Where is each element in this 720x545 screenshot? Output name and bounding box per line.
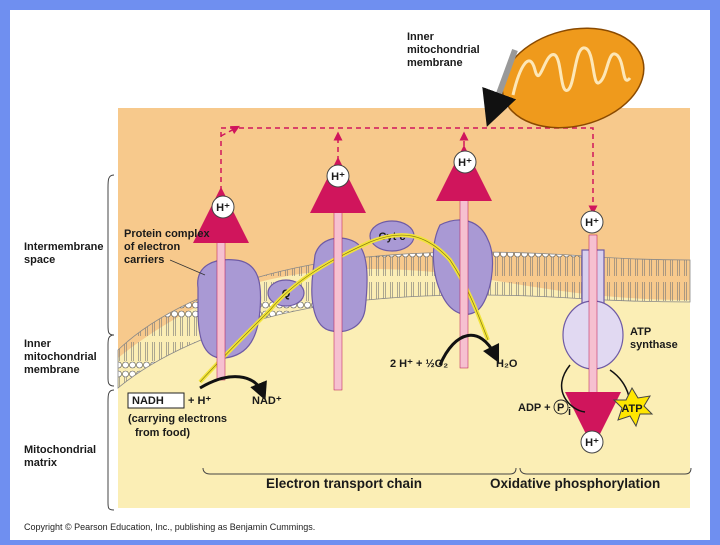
etc-title: Electron transport chain <box>266 476 422 491</box>
oxphos-title: Oxidative phosphorylation <box>490 476 660 491</box>
svg-text:membrane: membrane <box>24 364 80 376</box>
svg-text:space: space <box>24 254 55 266</box>
intermembrane-label: Intermembrane space <box>24 241 103 266</box>
svg-text:mitochondrial: mitochondrial <box>407 44 480 56</box>
proton-5: H⁺ <box>585 437 599 449</box>
svg-text:membrane: membrane <box>407 57 463 69</box>
etc-diagram: Q Cyt c H⁺ H⁺ H⁺ H⁺ H⁺ <box>24 27 692 532</box>
proton-1: H⁺ <box>216 202 230 214</box>
atp-synthase-label: ATP synthase <box>630 326 678 351</box>
proton-labels: H⁺ H⁺ H⁺ H⁺ H⁺ <box>211 150 604 454</box>
water-label: H₂O <box>496 358 518 370</box>
protein-complex-label: Protein complex of electron carriers <box>124 228 210 276</box>
oxygen-reduction-arrow <box>438 333 500 366</box>
svg-text:Protein complex: Protein complex <box>124 228 210 240</box>
nadh-oxidation-arrow <box>199 375 267 401</box>
svg-text:carriers: carriers <box>124 254 164 266</box>
nadh-label: NADH <box>132 395 164 407</box>
svg-text:ATP: ATP <box>630 326 651 338</box>
matrix-label: Mitochondrial matrix <box>24 444 96 469</box>
inner-membrane-bilayer <box>117 251 691 389</box>
svg-text:of electron: of electron <box>124 241 181 253</box>
carrying-electrons-label: (carrying electrons from food) <box>128 413 227 439</box>
nad-label: NAD⁺ <box>252 395 282 407</box>
proton-3: H⁺ <box>458 157 472 169</box>
svg-text:from food): from food) <box>135 427 190 439</box>
atp-product-label: ATP <box>621 403 642 415</box>
svg-text:P: P <box>557 402 564 414</box>
proton-2: H⁺ <box>331 171 345 183</box>
copyright-text: Copyright © Pearson Education, Inc., pub… <box>24 522 315 532</box>
svg-text:synthase: synthase <box>630 339 678 351</box>
svg-text:matrix: matrix <box>24 457 58 469</box>
adp-arrow <box>560 364 586 413</box>
svg-text:i: i <box>568 406 571 418</box>
atp-star: ATP <box>612 386 654 428</box>
proton-4: H⁺ <box>585 217 599 229</box>
diagram-slide: Q Cyt c H⁺ H⁺ H⁺ H⁺ H⁺ <box>10 10 710 540</box>
svg-text:Inner: Inner <box>24 338 52 350</box>
svg-text:Inner: Inner <box>407 31 435 43</box>
adp-pi-label: ADP + P i <box>518 399 571 418</box>
left-brackets <box>107 174 692 511</box>
svg-text:Mitochondrial: Mitochondrial <box>24 444 96 456</box>
svg-text:(carrying electrons: (carrying electrons <box>128 413 227 425</box>
inner-membrane-side-label: Inner mitochondrial membrane <box>24 338 97 376</box>
svg-text:ADP +: ADP + <box>518 402 551 414</box>
inner-membrane-top-label: Inner mitochondrial membrane <box>407 31 480 69</box>
nadh-box: NADH + H⁺ NAD⁺ <box>127 392 282 409</box>
mitochondrion-icon <box>482 27 645 129</box>
oxygen-equation: 2 H⁺ + ½O₂ <box>390 358 448 370</box>
svg-text:Intermembrane: Intermembrane <box>24 241 103 253</box>
plus-h-label: + H⁺ <box>188 395 211 407</box>
svg-text:mitochondrial: mitochondrial <box>24 351 97 363</box>
